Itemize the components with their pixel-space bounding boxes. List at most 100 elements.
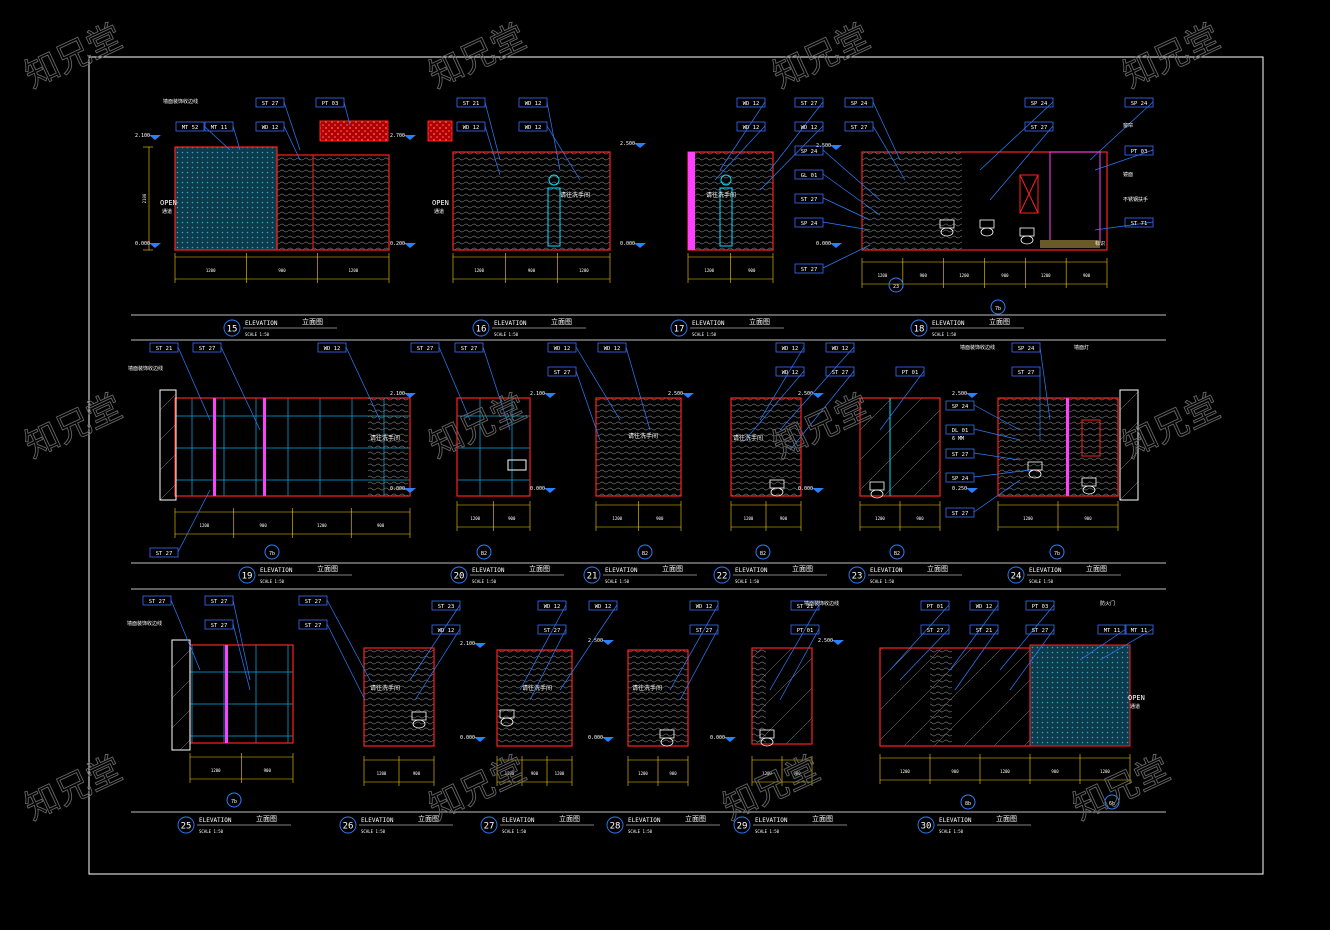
material-tag-text: WD 12 (554, 346, 571, 352)
material-tag-box (204, 121, 234, 132)
leader-line (438, 346, 471, 421)
material-tag-box (794, 97, 824, 108)
leader-line (519, 604, 567, 691)
grid-text: 8b (965, 801, 971, 807)
open-label: OPEN (1128, 694, 1145, 702)
material-tag-box (945, 400, 975, 411)
elevation-title-cn: 立面图 (812, 814, 833, 823)
material-tag-text: DL 01 (952, 428, 969, 434)
level-marker (404, 488, 416, 493)
note-text: 请往洗手间 (370, 434, 400, 442)
leader-line (559, 604, 618, 691)
leader-line (779, 346, 855, 431)
grid-text: B2 (642, 551, 648, 557)
elevation-22-wall (730, 397, 802, 497)
dimension-text: 900 (264, 768, 272, 773)
dimension-text: 900 (531, 771, 539, 776)
level-marker (634, 143, 646, 148)
material-tag-box (1011, 342, 1041, 353)
material-tag-box (1124, 624, 1154, 635)
grid-bubble (226, 792, 242, 808)
material-tag-box (1124, 217, 1154, 228)
elevation-title-cn: 立面图 (989, 317, 1010, 326)
leader-line (1094, 149, 1154, 171)
material-tag-box (547, 342, 577, 353)
elevation-number-bubble (670, 319, 688, 337)
material-tag-text: ST 27 (211, 599, 228, 605)
leader-line (822, 149, 881, 201)
material-tag-text: WD 12 (743, 125, 760, 131)
leader-line (220, 346, 261, 431)
elevation-26-wall (363, 647, 435, 747)
material-tag-text: SP 24 (1018, 346, 1035, 352)
material-tag-box (597, 342, 627, 353)
material-tag-box (825, 342, 855, 353)
elevation-20-tile-wall (456, 397, 531, 497)
dimension-text: 1200 (470, 516, 480, 521)
leader-line (872, 101, 901, 161)
elevation-title-cn: 立面图 (996, 814, 1017, 823)
level-marker (149, 243, 161, 248)
elevation-number-bubble (472, 319, 490, 337)
elevation-number: 22 (717, 572, 728, 582)
material-tag-box (794, 121, 824, 132)
leader-line (170, 599, 201, 671)
annotation-text: 窗帘 (1123, 122, 1133, 129)
material-tag-text: ST 27 (1032, 628, 1049, 634)
scale-text: SCALE 1:50 (199, 829, 224, 834)
elevation-title-cn: 立面图 (685, 814, 706, 823)
dimension-text: 900 (413, 771, 421, 776)
elevation-title-cn: 立面图 (317, 564, 338, 573)
level-text: 0.000 (816, 241, 831, 247)
toilet-fixture (1020, 235, 1034, 245)
dimension-text: 1200 (1000, 769, 1010, 774)
dimension-text: 900 (916, 516, 924, 521)
toilet-fixture (760, 737, 774, 747)
figure-head (548, 174, 560, 186)
leader-line (822, 197, 871, 221)
elevation-title: ELEVATION (755, 817, 788, 824)
level-text: 2.100 (390, 391, 405, 397)
material-tag-text: ST 27 (211, 623, 228, 629)
elevation-title-cn: 立面图 (302, 317, 323, 326)
material-tag-text: ST 71 (1131, 221, 1148, 227)
side-section (159, 389, 177, 501)
leader-line (482, 346, 511, 431)
leader-line (232, 599, 251, 681)
elevation-number: 25 (181, 822, 192, 832)
elevation-title-cn: 立面图 (559, 814, 580, 823)
elevation-title: ELEVATION (1029, 567, 1062, 574)
level-text: 0.200 (390, 241, 405, 247)
level-text: 2.100 (530, 391, 545, 397)
material-tag-text: ST 27 (305, 623, 322, 629)
material-tag-text: WD 12 (463, 125, 480, 131)
dimension-text: 1200 (317, 523, 327, 528)
level-marker (544, 393, 556, 398)
dimension-text: 900 (1001, 273, 1009, 278)
material-tag-text: ST 27 (851, 125, 868, 131)
leader-line (679, 628, 719, 701)
leader-line (879, 370, 925, 431)
material-tag-text: SP 24 (801, 149, 818, 155)
elevation-title-cn: 立面图 (551, 317, 572, 326)
figure-sign (719, 187, 733, 247)
material-tag-box (410, 342, 440, 353)
elevation-number: 23 (852, 572, 863, 582)
dimension-text: 900 (377, 523, 385, 528)
level-text: 2.500 (588, 638, 603, 644)
elevation-23-wall (859, 397, 941, 497)
grid-bubble (1049, 544, 1065, 560)
level-marker (724, 737, 736, 742)
material-tag-box (895, 366, 925, 377)
material-tag-box (825, 366, 855, 377)
leader-line (973, 404, 1021, 431)
material-tag-box (945, 448, 975, 459)
note-text: 请往洗手间 (706, 191, 736, 199)
level-text: 2.100 (460, 641, 475, 647)
material-tag-text: ST 27 (544, 628, 561, 634)
level-marker (149, 135, 161, 140)
leader-line (409, 604, 461, 681)
level-text: 2.500 (668, 391, 683, 397)
level-marker (404, 393, 416, 398)
